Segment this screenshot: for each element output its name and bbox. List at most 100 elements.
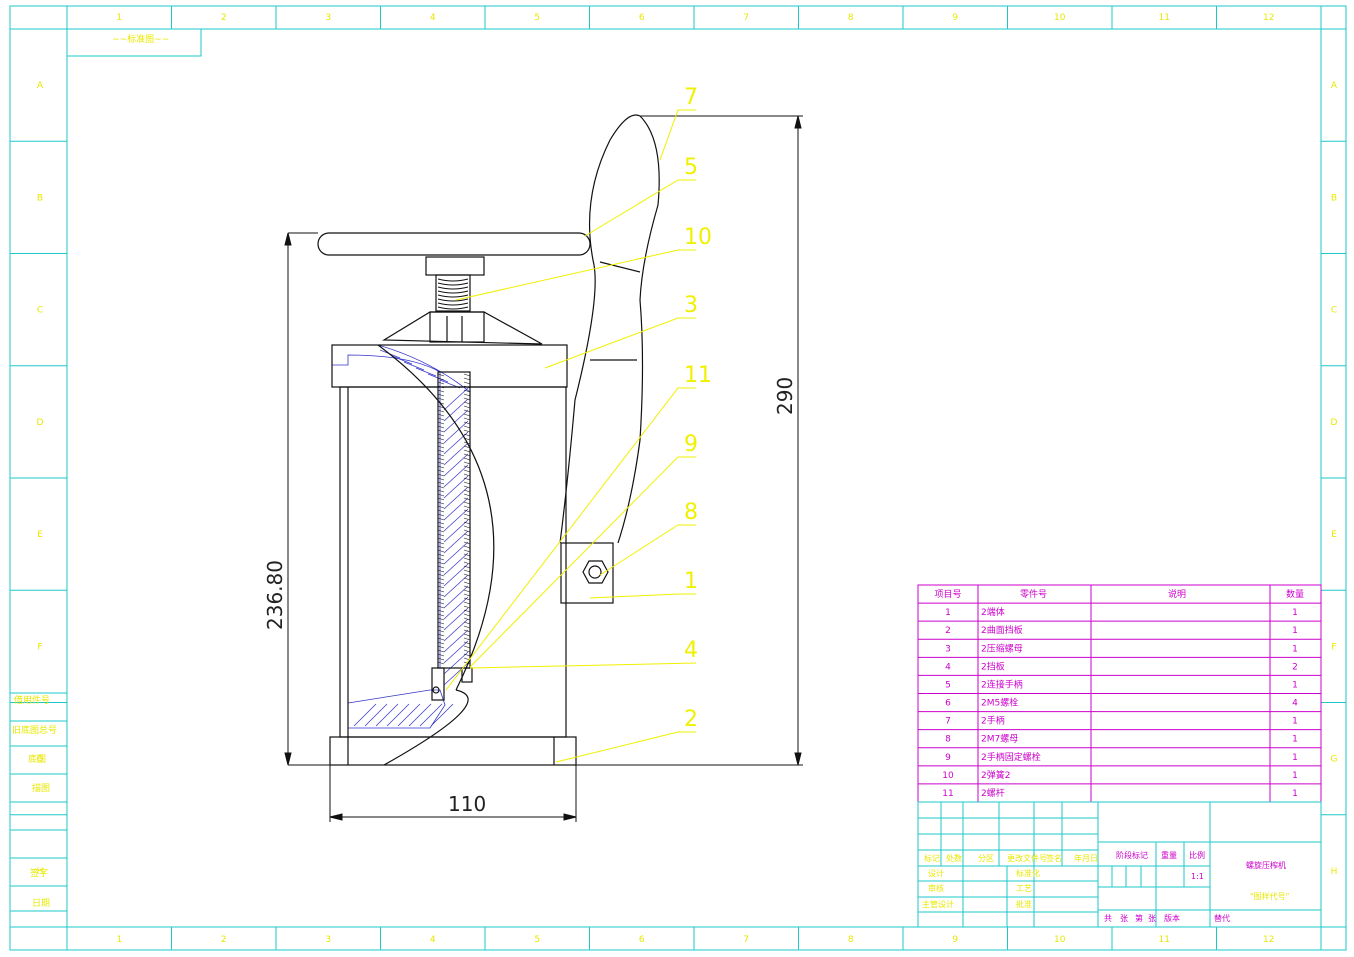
spring-coils — [437, 278, 469, 310]
zone-col-bottom-1: 1 — [116, 935, 122, 945]
zone-col-top-1: 1 — [116, 13, 122, 23]
bom-cell-3-0: 4 — [945, 662, 951, 672]
zone-col-bottom-2: 2 — [221, 935, 227, 945]
zone-col-top-7: 7 — [743, 13, 749, 23]
tb-num: 第 — [1135, 913, 1143, 923]
bom-cell-9-0: 10 — [942, 771, 954, 781]
corner-label: ~~标准图~~ — [112, 33, 169, 45]
zone-row-left-G: G — [37, 755, 44, 765]
bom-cell-4-0: 5 — [945, 680, 951, 690]
zone-col-top-11: 11 — [1159, 13, 1170, 23]
balloon-11: 11 — [684, 363, 712, 388]
bom-cell-6-1: 2手柄 — [981, 715, 1005, 727]
side-borrowed: 借用件号 — [14, 694, 50, 706]
zone-col-bottom-8: 8 — [848, 935, 854, 945]
tb-signature: 签名 — [1046, 853, 1062, 863]
tb-zone: 分区 — [978, 854, 994, 863]
bom-cell-6-0: 7 — [945, 717, 951, 727]
column-dividers — [171, 6, 1217, 950]
bom-cell-2-1: 2压缩螺母 — [981, 642, 1023, 654]
zone-col-top-2: 2 — [221, 13, 227, 23]
tb-process: 工艺 — [1016, 884, 1032, 893]
zone-row-left-B: B — [37, 193, 43, 203]
side-sign: 签字 — [30, 867, 48, 879]
row-dividers — [10, 140, 1346, 816]
bom-cell-7-1: 2M7螺母 — [981, 734, 1018, 745]
tb-review: 审核 — [928, 883, 944, 893]
bom-cell-2-3: 1 — [1292, 644, 1298, 654]
bom-cell-5-1: 2M5螺栓 — [981, 697, 1018, 709]
bom-header-3: 数量 — [1286, 588, 1304, 600]
dim-height-total: 290 — [773, 377, 797, 415]
bom-cell-7-3: 1 — [1292, 735, 1298, 745]
tb-total: 共 — [1104, 914, 1112, 923]
zone-col-top-12: 12 — [1263, 13, 1274, 23]
dimension-lines — [284, 115, 803, 822]
tb-date: 年月日 — [1074, 853, 1098, 863]
zone-row-left-C: C — [37, 306, 43, 316]
tb-scale-label: 比例 — [1189, 850, 1205, 860]
zone-row-right-D: D — [1331, 418, 1338, 428]
bom-cell-1-3: 1 — [1292, 626, 1298, 636]
bom-cell-8-3: 1 — [1292, 753, 1298, 763]
zone-row-right-F: F — [1331, 642, 1336, 652]
bom-cell-8-1: 2手柄固定螺栓 — [981, 751, 1041, 763]
hatch-lines — [353, 349, 469, 727]
bom-cell-5-3: 4 — [1292, 699, 1298, 709]
side-trace: 描图 — [32, 782, 50, 794]
leader-lines — [445, 109, 697, 763]
tb-scale: 1:1 — [1191, 872, 1204, 881]
bom-cell-0-1: 2端体 — [981, 606, 1005, 618]
balloon-10: 10 — [684, 225, 712, 250]
balloon-3: 3 — [684, 293, 698, 318]
zone-col-top-6: 6 — [639, 13, 645, 23]
zone-row-right-B: B — [1331, 193, 1337, 203]
tb-stage: 阶段标记 — [1116, 850, 1148, 860]
zone-col-top-5: 5 — [534, 13, 540, 23]
zone-row-right-H: H — [1331, 867, 1338, 877]
bom-cell-9-3: 1 — [1292, 771, 1298, 781]
zone-col-bottom-6: 6 — [639, 935, 645, 945]
screw-thread — [437, 373, 471, 665]
balloon-7: 7 — [684, 85, 698, 110]
zone-col-top-3: 3 — [325, 13, 331, 23]
zone-col-top-4: 4 — [430, 13, 436, 23]
bom-cell-4-3: 1 — [1292, 680, 1298, 690]
zone-col-bottom-3: 3 — [325, 935, 331, 945]
bom-cell-0-0: 1 — [945, 608, 951, 618]
zone-row-left-H: H — [37, 867, 44, 877]
tb-count: 处数 — [946, 853, 962, 863]
bom-header-1: 零件号 — [1020, 588, 1047, 600]
zone-row-right-A: A — [1331, 81, 1338, 91]
zone-row-left-F: F — [37, 642, 42, 652]
zone-col-bottom-5: 5 — [534, 935, 540, 945]
bom-cell-6-3: 1 — [1292, 717, 1298, 727]
tb-drawing-no: "图样代号" — [1250, 891, 1289, 901]
tb-chief: 主管设计 — [922, 899, 954, 909]
bom-cell-3-3: 2 — [1292, 662, 1298, 672]
zone-row-right-C: C — [1331, 306, 1337, 316]
title-block-grid — [917, 801, 1322, 928]
bom-cell-0-3: 1 — [1292, 608, 1298, 618]
dim-height-body: 236.80 — [263, 560, 287, 630]
zone-col-bottom-11: 11 — [1159, 935, 1170, 945]
drawing-frame — [9, 5, 1347, 951]
zone-col-bottom-4: 4 — [430, 935, 436, 945]
tb-weight: 重量 — [1161, 850, 1177, 860]
tb-sheet1: 张 — [1120, 914, 1128, 923]
zone-row-left-A: A — [37, 81, 44, 91]
bom-cell-10-1: 2螺杆 — [981, 787, 1005, 799]
bom-cell-1-1: 2曲面挡板 — [981, 624, 1023, 636]
bom-header-2: 说明 — [1168, 588, 1186, 600]
zone-col-bottom-12: 12 — [1263, 935, 1274, 945]
tb-replace: 替代 — [1214, 913, 1230, 923]
zone-col-top-9: 9 — [952, 13, 958, 23]
tb-approve: 批准 — [1016, 899, 1032, 909]
bom-cell-9-1: 2弹簧2 — [981, 769, 1010, 781]
press-body-outline — [317, 114, 660, 766]
balloon-1: 1 — [684, 569, 698, 594]
balloon-5: 5 — [684, 155, 698, 180]
tb-version: 版本 — [1164, 913, 1180, 923]
zone-col-top-8: 8 — [848, 13, 854, 23]
